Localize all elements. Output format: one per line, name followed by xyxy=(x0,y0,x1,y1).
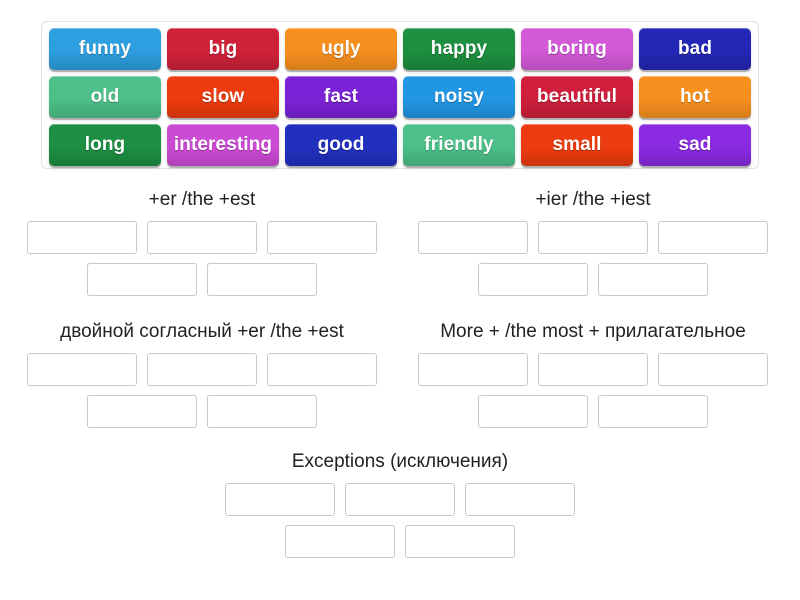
word-tile[interactable]: happy xyxy=(403,28,515,70)
word-tile[interactable]: interesting xyxy=(167,124,279,166)
answer-slot[interactable] xyxy=(27,221,137,254)
answer-slot[interactable] xyxy=(598,395,708,428)
answer-slot-row xyxy=(200,525,600,558)
word-tile[interactable]: good xyxy=(285,124,397,166)
category-title: More + /the most + прилагательное xyxy=(440,321,746,342)
answer-slot[interactable] xyxy=(405,525,515,558)
answer-slot-row xyxy=(14,221,390,254)
answer-slot[interactable] xyxy=(267,353,377,386)
category-title: +ier /the +iest xyxy=(535,189,651,210)
word-tile[interactable]: noisy xyxy=(403,76,515,118)
category-slots xyxy=(14,221,390,296)
answer-slot[interactable] xyxy=(465,483,575,516)
category-title: двойной согласный +er /the +est xyxy=(60,321,344,342)
word-tile[interactable]: slow xyxy=(167,76,279,118)
category-section: +er /the +est xyxy=(14,188,390,296)
answer-slot-row xyxy=(400,221,786,254)
answer-slot-row xyxy=(14,353,390,386)
answer-slot[interactable] xyxy=(207,263,317,296)
word-tile[interactable]: friendly xyxy=(403,124,515,166)
category-section: More + /the most + прилагательное xyxy=(400,320,786,428)
answer-slot[interactable] xyxy=(418,353,528,386)
word-tile[interactable]: bad xyxy=(639,28,751,70)
answer-slot[interactable] xyxy=(147,353,257,386)
word-tile[interactable]: old xyxy=(49,76,161,118)
answer-slot[interactable] xyxy=(285,525,395,558)
answer-slot[interactable] xyxy=(478,263,588,296)
word-tile[interactable]: ugly xyxy=(285,28,397,70)
category-slots xyxy=(200,483,600,558)
answer-slot[interactable] xyxy=(225,483,335,516)
answer-slot-row xyxy=(14,395,390,428)
answer-slot[interactable] xyxy=(538,221,648,254)
answer-slot[interactable] xyxy=(598,263,708,296)
word-tile[interactable]: fast xyxy=(285,76,397,118)
answer-slot[interactable] xyxy=(87,395,197,428)
word-tile[interactable]: long xyxy=(49,124,161,166)
answer-slot[interactable] xyxy=(658,221,768,254)
answer-slot-row xyxy=(400,353,786,386)
answer-slot-row xyxy=(400,395,786,428)
category-slots xyxy=(14,353,390,428)
answer-slot-row xyxy=(14,263,390,296)
answer-slot-row xyxy=(200,483,600,516)
category-slots xyxy=(400,221,786,296)
answer-slot[interactable] xyxy=(478,395,588,428)
answer-slot[interactable] xyxy=(538,353,648,386)
answer-slot[interactable] xyxy=(345,483,455,516)
category-section: +ier /the +iest xyxy=(400,188,786,296)
category-slots xyxy=(400,353,786,428)
answer-slot[interactable] xyxy=(658,353,768,386)
answer-slot[interactable] xyxy=(418,221,528,254)
answer-slot[interactable] xyxy=(147,221,257,254)
category-section: двойной согласный +er /the +est xyxy=(14,320,390,428)
word-tile[interactable]: hot xyxy=(639,76,751,118)
answer-slot[interactable] xyxy=(207,395,317,428)
answer-slot[interactable] xyxy=(27,353,137,386)
category-title: +er /the +est xyxy=(148,189,256,210)
word-tile[interactable]: beautiful xyxy=(521,76,633,118)
answer-slot[interactable] xyxy=(87,263,197,296)
word-tile[interactable]: small xyxy=(521,124,633,166)
category-title: Exceptions (исключения) xyxy=(291,451,509,472)
category-section: Exceptions (исключения) xyxy=(200,450,600,558)
answer-slot[interactable] xyxy=(267,221,377,254)
word-tile[interactable]: big xyxy=(167,28,279,70)
word-tile[interactable]: sad xyxy=(639,124,751,166)
word-tile[interactable]: boring xyxy=(521,28,633,70)
word-tile[interactable]: funny xyxy=(49,28,161,70)
answer-slot-row xyxy=(400,263,786,296)
